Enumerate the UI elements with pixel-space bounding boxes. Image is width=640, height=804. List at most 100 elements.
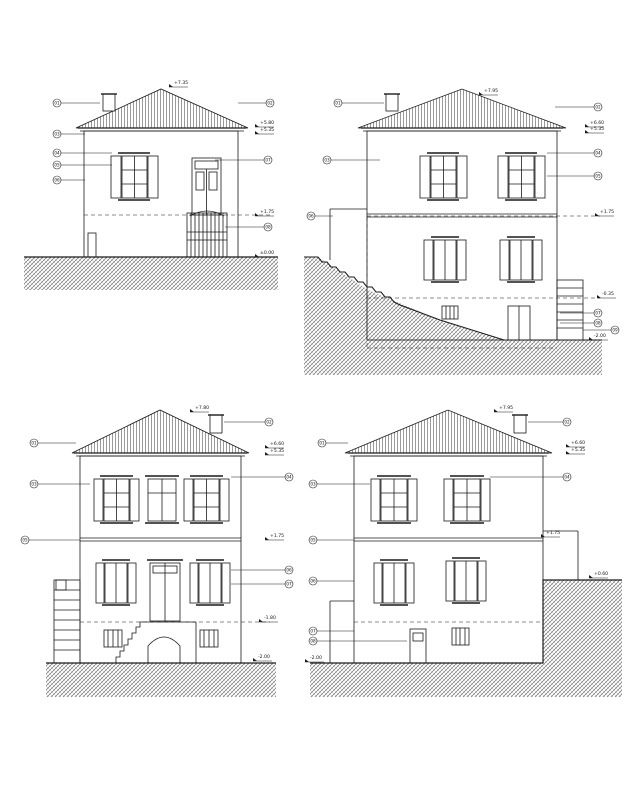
level-marker: +7.35 (169, 80, 188, 88)
callout-bubble: 01 (317, 438, 348, 448)
callout-bubble: 05 (52, 160, 112, 170)
callout-number: 03 (324, 158, 330, 163)
callout-bubble: 06 (231, 565, 294, 575)
callout-number: 06 (286, 568, 292, 573)
level-label: -1.80 (264, 615, 276, 621)
callout-bubble: 07 (560, 308, 603, 318)
window-shuttered (419, 152, 468, 201)
callout-bubble: 01 (29, 438, 76, 448)
window-shuttered (189, 559, 231, 606)
callout-number: 07 (265, 158, 271, 163)
callout-number: 05 (22, 538, 28, 543)
callout-number: 07 (310, 629, 316, 634)
window-shuttered (93, 475, 140, 524)
callout-bubble: 02 (528, 417, 572, 427)
level-label: +5.35 (571, 447, 585, 453)
callout-number: 06 (310, 579, 316, 584)
callout-bubble: 06 (308, 576, 354, 586)
balcony-door (147, 559, 183, 622)
window-shuttered (110, 152, 159, 201)
level-marker: +1.75 (595, 209, 614, 217)
ground-fill (46, 663, 276, 697)
elevation-side-left (310, 409, 622, 697)
callout-number: 03 (54, 132, 60, 137)
level-marker: +1.75 (541, 530, 560, 538)
callout-number: 02 (267, 101, 273, 106)
callout-number: 02 (266, 420, 272, 425)
callout-number: 01 (335, 101, 341, 106)
callout-number: 01 (54, 101, 60, 106)
ground-fill (304, 257, 602, 375)
ground-fill (310, 663, 622, 697)
level-marker: +5.80 (255, 120, 274, 128)
level-marker: +7.80 (190, 405, 209, 413)
level-label: ±0.00 (260, 250, 274, 256)
callout-bubble: 01 (333, 98, 384, 108)
callout-bubble: 02 (224, 417, 274, 427)
window-shuttered (499, 236, 543, 283)
annotations: +7.35 +5.80 +5.35 +1.75 ±0.00 01 02 03 04 05 06 07 0… (20, 80, 620, 663)
callout-bubble: 07 (215, 155, 273, 165)
callout-bubble: 06 (52, 175, 85, 185)
level-label: +5.80 (260, 120, 274, 126)
level-label: +5.35 (590, 126, 604, 132)
callout-number: 07 (595, 311, 601, 316)
annotations-rear: +7.80+6.60+5.35+1.75-1.80-2.000102030405… (20, 405, 294, 662)
arch-opening (147, 636, 181, 663)
callout-number: 02 (595, 105, 601, 110)
level-marker: -2.00 (305, 655, 324, 663)
callout-bubble: 03 (322, 155, 380, 165)
callout-number: 08 (595, 321, 601, 326)
external-stair (112, 621, 196, 664)
chimney (385, 93, 399, 112)
level-label: -2.00 (594, 333, 606, 339)
callout-bubble: 04 (231, 472, 294, 482)
window-shuttered (183, 475, 230, 524)
basement-door (409, 628, 427, 664)
callout-number: 03 (310, 482, 316, 487)
callout-bubble: 05 (20, 535, 80, 545)
level-marker: +0.60 (589, 571, 608, 579)
callout-bubble: 04 (547, 148, 603, 158)
annotations-side-left: +7.95+6.60+5.35+1.75+0.60-2.000102030405… (305, 405, 608, 663)
window-shuttered (95, 559, 137, 606)
elevation-rear (46, 409, 276, 697)
callout-bubble: 02 (238, 98, 275, 108)
level-marker: -0.35 (597, 291, 616, 299)
callout-bubble: 04 (52, 148, 112, 158)
callout-bubble: 06 (306, 211, 333, 221)
callout-number: 06 (308, 214, 314, 219)
level-label: +1.75 (600, 209, 614, 215)
level-label: +0.60 (594, 571, 608, 577)
level-label: +1.75 (546, 530, 560, 536)
entrance-door (191, 157, 222, 216)
level-label: +1.75 (270, 533, 284, 539)
annotations-side-right: +7.95 +6.60+5.35 +1.75 -0.35 -2.00 01 02 03 04 05… (306, 88, 620, 341)
callout-number: 04 (286, 475, 292, 480)
chimney (102, 93, 116, 112)
level-marker: +5.35 (265, 448, 284, 456)
roof (75, 88, 249, 129)
callout-number: 03 (31, 482, 37, 487)
basement-window (451, 627, 470, 646)
level-label: +6.60 (270, 441, 284, 447)
roof (357, 88, 567, 129)
callout-number: 02 (564, 420, 570, 425)
callout-number: 08 (265, 225, 271, 230)
callout-bubble: 05 (547, 171, 603, 181)
callout-number: 09 (612, 328, 618, 333)
callout-bubble: 01 (52, 98, 100, 108)
window-shuttered (373, 559, 415, 606)
roof (71, 409, 250, 454)
callout-bubble: 04 (490, 472, 572, 482)
level-marker: +6.60 (585, 120, 604, 128)
side-stair (53, 579, 81, 664)
callout-bubble: 07 (308, 626, 354, 636)
ground-fill (543, 580, 622, 663)
callout-bubble: 03 (29, 479, 90, 489)
level-marker: +7.95 (479, 88, 498, 96)
window-shuttered (423, 236, 467, 283)
